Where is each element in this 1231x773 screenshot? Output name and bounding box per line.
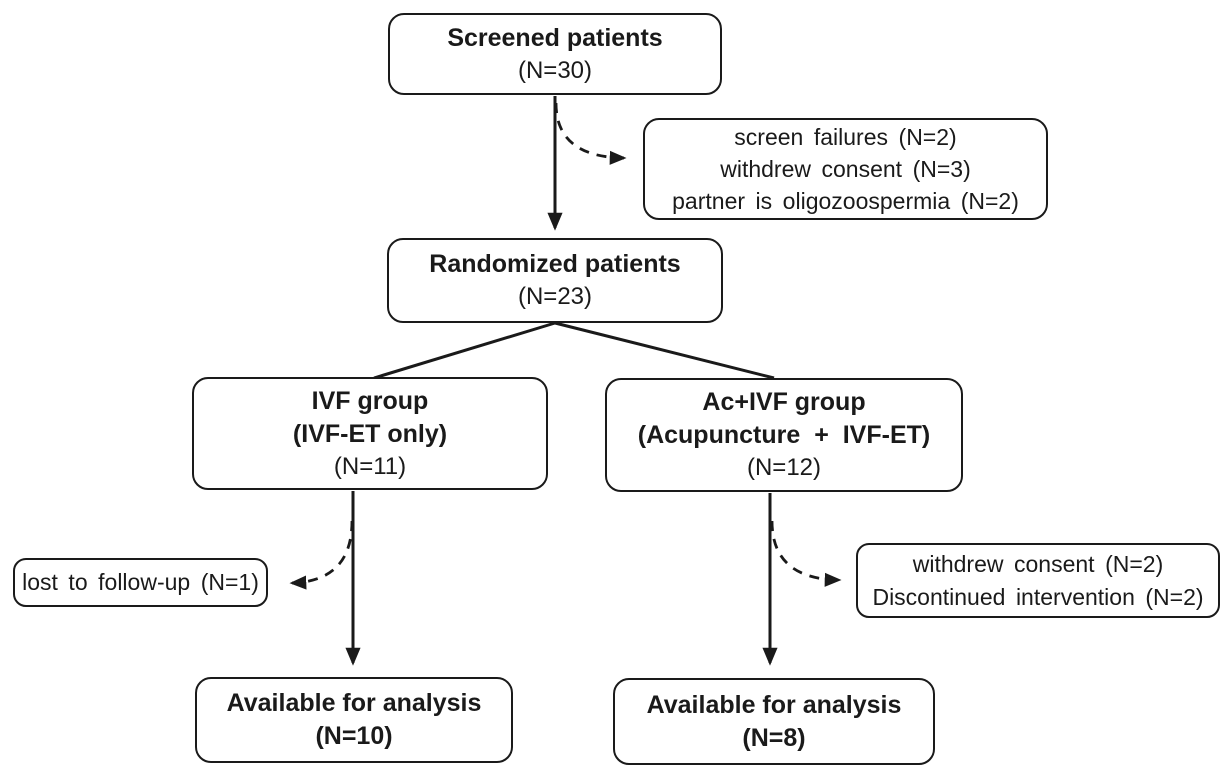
line-randomized-to-ac-ivf-group [554,321,775,380]
ac-ivf-exclusions-box: withdrew consent (N=2) Discontinued inte… [856,543,1220,618]
arrow-screened-to-exclusions [554,102,627,165]
screen-failures-line: screen failures (N=2) [734,123,957,150]
ac-ivf-available-box: Available for analysis (N=8) [613,678,935,765]
arrow-ivf-group-to-lost-follow-up [289,520,354,590]
ac-ivf-available-count: (N=8) [742,723,806,752]
screened-patients-box: Screened patients (N=30) [388,13,722,95]
ac-ivf-group-subtitle: (Acupuncture + IVF-ET) [637,421,931,450]
withdrew-consent-line: withdrew consent (N=3) [720,155,971,182]
screen-exclusions-box: screen failures (N=2) withdrew consent (… [643,118,1048,220]
oligozoospermia-line: partner is oligozoospermia (N=2) [672,188,1019,215]
screened-patients-count: (N=30) [517,56,593,84]
line-randomized-to-ivf-group [373,321,556,380]
ivf-available-title: Available for analysis [226,689,482,717]
arrow-ac-ivf-group-to-exclusions [770,520,842,587]
lost-follow-up-box: lost to follow-up (N=1) [13,558,268,607]
screened-patients-title: Screened patients [447,23,663,52]
ac-ivf-group-box: Ac+IVF group (Acupuncture + IVF-ET) (N=1… [605,378,963,492]
ivf-available-box: Available for analysis (N=10) [195,677,513,763]
ivf-group-box: IVF group (IVF-ET only) (N=11) [192,377,548,490]
ac-ivf-group-count: (N=12) [746,454,822,482]
ivf-group-count: (N=11) [333,452,407,480]
ac-ivf-group-title: Ac+IVF group [702,388,866,417]
ivf-available-count: (N=10) [315,722,393,750]
randomized-patients-title: Randomized patients [429,250,681,279]
ac-ivf-withdrew-consent-line: withdrew consent (N=2) [912,551,1164,578]
lost-follow-up-line: lost to follow-up (N=1) [22,569,259,596]
discontinued-intervention-line: Discontinued intervention (N=2) [872,583,1204,610]
ivf-group-subtitle: (IVF-ET only) [292,419,448,448]
ivf-group-title: IVF group [311,386,429,415]
randomized-patients-box: Randomized patients (N=23) [387,238,723,323]
ac-ivf-available-title: Available for analysis [646,690,902,719]
randomized-patients-count: (N=23) [517,283,593,311]
